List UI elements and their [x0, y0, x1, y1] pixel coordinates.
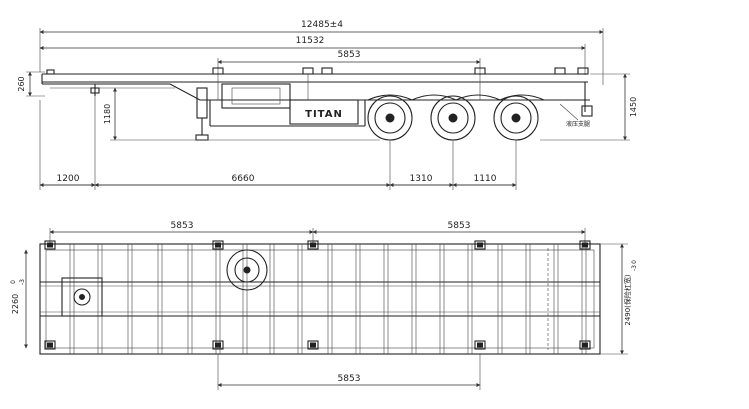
twist-lock: [44, 340, 56, 350]
total-height-dimension: 1450: [540, 73, 638, 141]
twist-lock: [44, 240, 56, 250]
twist-lock: [307, 340, 319, 350]
plan-span-left-label: 5853: [171, 221, 194, 231]
landing-gear: [195, 87, 209, 141]
twist-lock-pin: [47, 242, 53, 248]
kingpin-height-label: 1180: [103, 104, 112, 124]
spare-wheel: [226, 249, 268, 291]
twist-lock: [474, 340, 486, 350]
axle-spacing-2-label: 1110: [474, 174, 497, 184]
plan-view: 5853 5853: [10, 221, 638, 390]
twist-lock-pin: [477, 342, 483, 348]
kingpin-to-axle-label: 6660: [232, 174, 255, 184]
twist-lock-pin: [310, 242, 316, 248]
plan-span-right-dimension: 5853: [312, 221, 586, 244]
twist-lock: [474, 240, 486, 250]
plan-span-bottom-label: 5853: [338, 374, 361, 384]
overall-width-label: 2490(保险杠宽): [623, 274, 632, 326]
twist-lock-pin: [310, 342, 316, 348]
frame-length-label: 11532: [296, 36, 325, 46]
overall-width-tol2: -3: [631, 265, 638, 271]
axle-group: [367, 94, 545, 141]
cross-members: [69, 244, 587, 354]
lock-width-tol2: 0: [10, 280, 17, 284]
twist-lock: [579, 240, 591, 250]
twist-lock-pin: [215, 242, 221, 248]
wheel-3: [493, 95, 539, 141]
front-overhang-label: 1200: [57, 174, 80, 184]
rear-bumper: 液压支腿: [559, 82, 593, 128]
deck-thickness-dimension: 260: [17, 71, 45, 97]
overall-length-label: 12485±4: [301, 20, 343, 30]
top-span-label: 5853: [338, 50, 361, 60]
twist-lock: [212, 240, 224, 250]
twist-lock: [212, 340, 224, 350]
plan-span-bottom-dimension: 5853: [217, 354, 481, 390]
overall-width-dimension: 2490(保险杠宽) 0 -3: [600, 243, 638, 355]
overall-width-tol: 0: [631, 260, 638, 264]
plan-span-left-dimension: 5853: [49, 221, 314, 244]
plan-span-right-label: 5853: [448, 221, 471, 231]
wheel-1: [367, 95, 413, 141]
lock-width-tol: -3: [19, 279, 26, 285]
wheel-2: [430, 95, 476, 141]
bottom-dimension-chain: 1200 6660 1310 1110: [39, 96, 517, 190]
brand-label: TITAN: [305, 109, 343, 120]
top-span-dimension: 5853: [217, 50, 481, 75]
deck-thickness-label: 260: [17, 76, 26, 91]
side-view: 12485±4 11532 5853 260: [17, 20, 638, 190]
lock-width-label: 2260: [11, 294, 20, 314]
twist-lock-pin: [582, 342, 588, 348]
twist-lock-pin: [582, 242, 588, 248]
main-beam: [41, 67, 590, 127]
twist-lock-pin: [477, 242, 483, 248]
twist-lock: [307, 240, 319, 250]
overall-length-dimension: 12485±4: [39, 20, 604, 85]
kingpin-height-dimension: 1180: [103, 87, 380, 141]
total-height-label: 1450: [629, 97, 638, 117]
twist-lock-pin: [215, 342, 221, 348]
rear-note-label: 液压支腿: [566, 120, 590, 128]
twist-locks: [44, 240, 591, 350]
plan-outer-frame: [39, 243, 601, 355]
twist-lock-pin: [47, 342, 53, 348]
twist-lock: [579, 340, 591, 350]
kingpin-plate: [61, 277, 103, 317]
axle-spacing-1-label: 1310: [410, 174, 433, 184]
lock-width-dimension: 2260 -3 0: [10, 249, 28, 349]
tool-box: TITAN: [221, 83, 359, 125]
frame-length-dimension: 11532: [39, 36, 586, 75]
kingpin: [90, 84, 100, 96]
